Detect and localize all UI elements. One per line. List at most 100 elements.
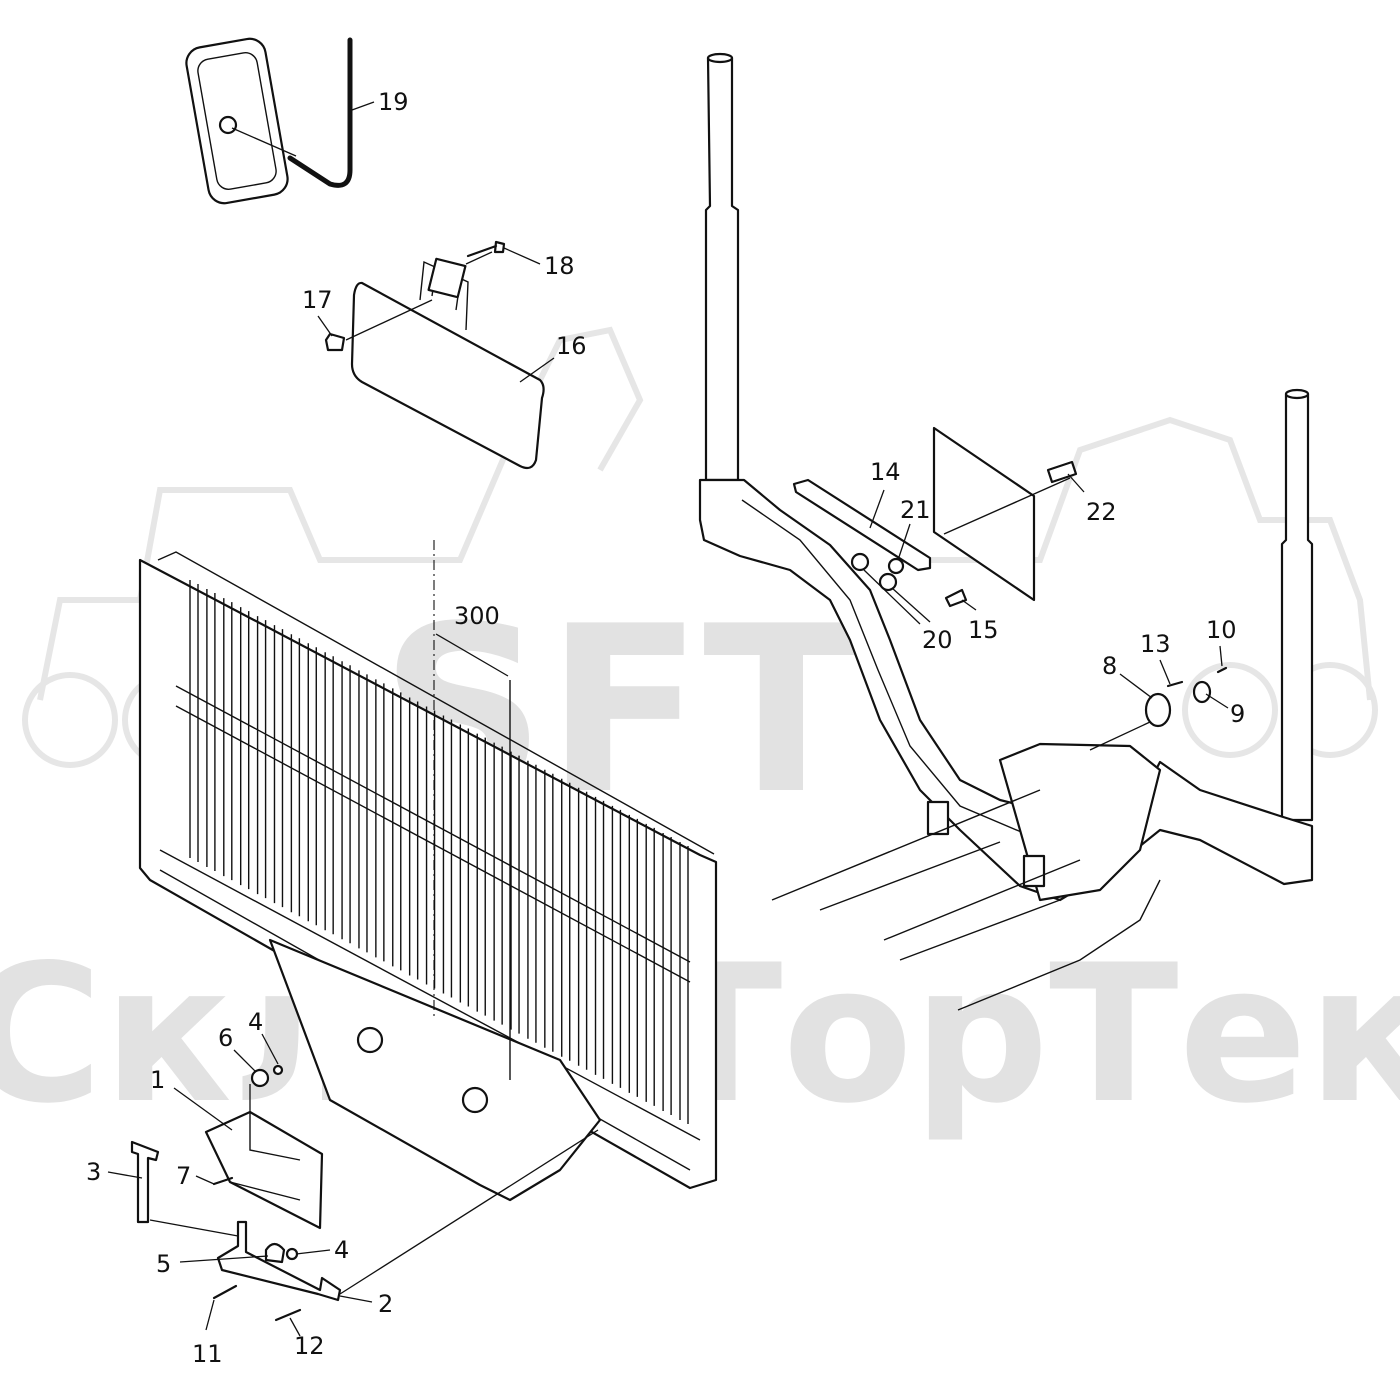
cap-assembly [1144,666,1228,728]
leader-3b [149,1219,239,1237]
grille-frame [138,558,718,1190]
bolt-17 [324,332,346,352]
front-grille [138,551,718,1202]
leader-19 [351,101,375,111]
leader-13 [1159,659,1171,685]
grille-slat [594,796,605,1079]
dimension-arrow [435,633,509,677]
grille-slat [307,643,317,926]
frame-foot-2 [1022,854,1046,888]
bracket-2 [212,1220,342,1322]
grille-slat [341,661,351,944]
mount-plate-body [932,426,1036,602]
screw-13 [1166,680,1184,688]
watermark-tractor-outline [37,326,1373,701]
bolt-15 [944,588,968,608]
leader-2 [339,1129,599,1295]
leader-21 [897,523,911,561]
tray-body [204,1110,324,1230]
leader-9 [1205,693,1229,709]
mirror-with-rod [185,37,353,205]
grille-slat [392,688,402,971]
leader-20 [863,569,921,625]
grille-slat [628,814,639,1097]
callout-19: 19 [378,88,409,116]
grille-slat [425,706,436,989]
leader-18 [503,247,541,265]
callout-21: 21 [900,496,931,524]
post-left [704,56,740,482]
grille-slat [290,634,301,917]
leader-18b [465,251,493,265]
nut-6 [250,1068,270,1088]
chassis-edge [957,879,1161,1011]
bolt-11 [212,1284,238,1300]
leader-11 [205,1299,215,1331]
mount-plate [932,426,1078,608]
mirror-19-rod [287,37,353,188]
leader-22 [1067,473,1085,493]
grille-slat [577,787,588,1070]
dimension-value: 300 [454,602,500,630]
washer-4-top [272,1064,284,1076]
leader-12 [289,1317,301,1337]
leader-7 [195,1175,215,1185]
grille-slat [408,697,419,980]
grille-slat [510,751,520,1034]
grille-bottom-bar [159,849,701,1141]
tray-fold [229,1112,301,1201]
leader-20b [891,587,931,623]
grille-slat [206,589,216,872]
callout-22: 22 [1086,498,1117,526]
mirror-19-glass [197,51,277,191]
grille-slat [544,769,554,1052]
grille-slat [527,760,537,1043]
grille-slat [223,598,233,881]
post-right [1280,392,1314,822]
clamp-5 [264,1242,286,1264]
post-left-top [706,52,734,64]
grille-mount-hole-2 [461,1086,489,1114]
screw-18 [466,240,506,258]
callout-2: 2 [378,1290,393,1318]
leader-8b [1089,721,1151,751]
leader-4a [261,1033,279,1065]
grille-slat [679,842,689,1124]
grille-slat [662,832,672,1115]
bolt-12 [274,1308,302,1322]
grille-slat [273,625,284,908]
bolt-22 [1046,460,1078,484]
grille-slat [375,679,385,962]
grille-crossbar [175,685,691,983]
grille-slat [493,742,503,1025]
nut-20-a [850,552,870,572]
callout-18: 18 [544,252,575,280]
strip-14 [792,478,932,592]
strip-14-body [792,478,932,572]
grille-slat [611,805,622,1088]
post-right-top [1284,388,1310,400]
leader-19b [231,127,297,157]
grille-slat [358,670,368,953]
nut-20-b [878,572,898,592]
chassis-rail-1 [771,789,1041,911]
mount-plate-diagonal [943,477,1071,535]
grille-slat [561,778,571,1061]
washer-4-bottom [285,1247,299,1261]
mirror-16-plate [427,257,467,299]
callout-9: 9 [1230,700,1245,728]
mirror-16-body [350,281,545,470]
nut-21 [887,557,905,575]
leader-8 [1119,673,1153,699]
chassis-rail-2 [883,859,1081,961]
washer-9 [1192,680,1212,704]
leader-lines [107,101,1229,1337]
leader-10 [1219,645,1223,667]
callout-13: 13 [1140,630,1171,658]
grille-slat [324,652,334,935]
screw-10 [1216,666,1228,674]
callout-3: 3 [86,1158,101,1186]
callout-5: 5 [156,1250,171,1278]
